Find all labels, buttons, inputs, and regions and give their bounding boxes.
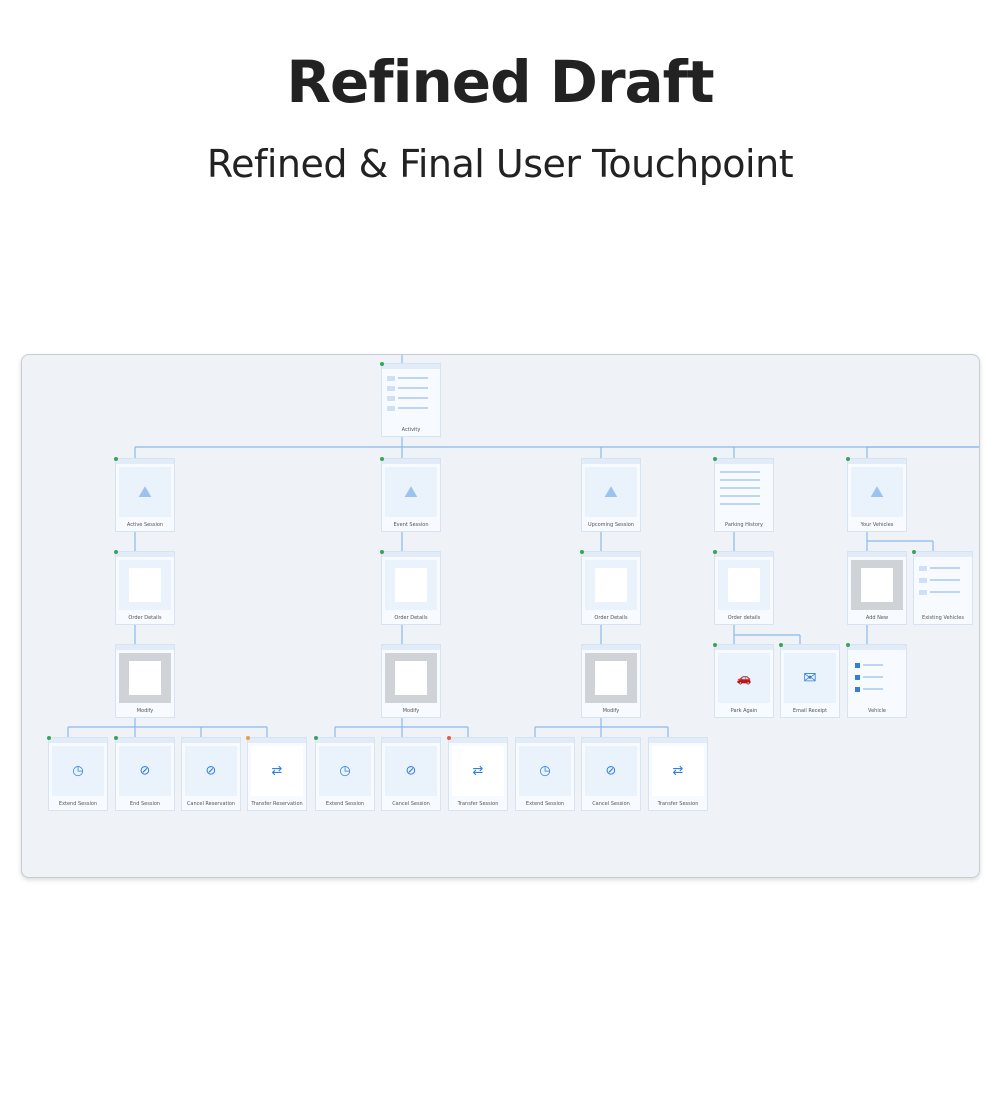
node-label: Cancel Session bbox=[592, 801, 630, 807]
transfer-users-icon: ⇄ bbox=[271, 763, 283, 779]
flow-node-vehicle[interactable]: Vehicle bbox=[846, 643, 907, 718]
node-label: Transfer Reservation bbox=[251, 801, 303, 807]
node-label: Cancel Reservation bbox=[186, 801, 236, 807]
flow-diagram-panel: Activity ⛰ Active Session ⛰ Event Sessio… bbox=[21, 354, 980, 878]
flow-node-extend-session[interactable]: ◷ Extend Session bbox=[47, 736, 108, 811]
node-label: Transfer Session bbox=[657, 801, 699, 807]
node-label: Upcoming Session bbox=[588, 522, 634, 528]
node-label: Extend Session bbox=[525, 801, 565, 807]
page-title: Refined Draft bbox=[286, 48, 714, 116]
landscape-icon: ⛰ bbox=[604, 482, 618, 501]
flow-node-order-details[interactable]: Order Details bbox=[380, 550, 441, 625]
flow-node-modify[interactable]: Modify bbox=[115, 644, 175, 718]
flow-node-your-vehicles[interactable]: ⛰ Your Vehicles bbox=[846, 457, 907, 532]
flow-node-end-session[interactable]: ⊘ End Session bbox=[114, 736, 175, 811]
clock-icon: ◷ bbox=[72, 763, 84, 779]
node-label: Extend Session bbox=[58, 801, 98, 807]
flow-node-add-new[interactable]: Add New bbox=[847, 551, 907, 625]
flow-node-active-session[interactable]: ⛰ Active Session bbox=[114, 457, 175, 532]
flow-node-modify[interactable]: Modify bbox=[381, 644, 441, 718]
node-label: Existing Vehicles bbox=[922, 615, 964, 621]
node-label: Your Vehicles bbox=[860, 522, 894, 528]
node-label: Order Details bbox=[128, 615, 162, 621]
node-label: Active Session bbox=[126, 522, 164, 528]
flow-node-cancel-session[interactable]: ⊘ Cancel Session bbox=[581, 737, 641, 811]
flow-node-activity[interactable]: Activity bbox=[380, 362, 441, 437]
flow-node-transfer-session[interactable]: ⇄ Transfer Session bbox=[648, 737, 708, 811]
landscape-icon: ⛰ bbox=[138, 482, 152, 501]
landscape-icon: ⛰ bbox=[404, 482, 418, 501]
node-label: Park Again bbox=[730, 708, 758, 714]
flow-node-email-receipt[interactable]: ✉ Email Receipt bbox=[779, 643, 840, 718]
transfer-users-icon: ⇄ bbox=[672, 763, 684, 779]
flow-node-order-details[interactable]: Order Details bbox=[114, 550, 175, 625]
flow-node-order-details[interactable]: Order details bbox=[713, 550, 774, 625]
cancel-icon: ⊘ bbox=[139, 763, 151, 779]
page-subtitle: Refined & Final User Touchpoint bbox=[206, 142, 794, 186]
flow-node-modify[interactable]: Modify bbox=[581, 644, 641, 718]
node-label: Vehicle bbox=[868, 708, 886, 714]
node-label: Modify bbox=[136, 708, 154, 714]
node-label: Email Receipt bbox=[792, 708, 828, 714]
transfer-users-icon: ⇄ bbox=[472, 763, 484, 779]
node-label: Modify bbox=[402, 708, 420, 714]
flow-connectors bbox=[67, 355, 979, 737]
cancel-icon: ⊘ bbox=[205, 763, 217, 779]
cancel-icon: ⊘ bbox=[605, 763, 617, 779]
cancel-icon: ⊘ bbox=[405, 763, 417, 779]
envelope-icon: ✉ bbox=[803, 668, 817, 687]
flow-node-cancel-reservation[interactable]: ⊘ Cancel Reservation bbox=[181, 737, 241, 811]
node-label: Transfer Session bbox=[457, 801, 499, 807]
flow-node-cancel-session[interactable]: ⊘ Cancel Session bbox=[381, 737, 441, 811]
car-icon: 🚗 bbox=[736, 671, 752, 685]
flow-node-extend-session[interactable]: ◷ Extend Session bbox=[314, 736, 375, 811]
node-label: Parking History bbox=[725, 522, 763, 528]
node-label: Order Details bbox=[394, 615, 428, 621]
node-label: Modify bbox=[602, 708, 620, 714]
node-label: Order details bbox=[727, 615, 761, 621]
node-label: Extend Session bbox=[325, 801, 365, 807]
node-label: End Session bbox=[129, 801, 161, 807]
flow-node-extend-session[interactable]: ◷ Extend Session bbox=[515, 737, 575, 811]
flow-node-order-details[interactable]: Order Details bbox=[580, 550, 641, 625]
clock-icon: ◷ bbox=[539, 763, 551, 779]
flow-node-parking-history[interactable]: Parking History bbox=[713, 457, 774, 532]
node-label: Activity bbox=[401, 427, 421, 433]
flow-node-upcoming-session[interactable]: ⛰ Upcoming Session bbox=[581, 458, 641, 532]
flow-node-park-again[interactable]: 🚗 Park Again bbox=[713, 643, 774, 718]
node-label: Event Session bbox=[393, 522, 429, 528]
flow-node-event-session[interactable]: ⛰ Event Session bbox=[380, 457, 441, 532]
flow-node-transfer-session[interactable]: ⇄ Transfer Session bbox=[447, 736, 508, 811]
clock-icon: ◷ bbox=[339, 763, 351, 779]
node-label: Add New bbox=[865, 615, 889, 621]
node-label: Order Details bbox=[594, 615, 628, 621]
node-label: Cancel Session bbox=[392, 801, 430, 807]
flow-node-transfer-reservation[interactable]: ⇄ Transfer Reservation bbox=[246, 736, 307, 811]
flow-node-existing-vehicles[interactable]: Existing Vehicles bbox=[912, 550, 973, 625]
landscape-icon: ⛰ bbox=[870, 482, 884, 501]
